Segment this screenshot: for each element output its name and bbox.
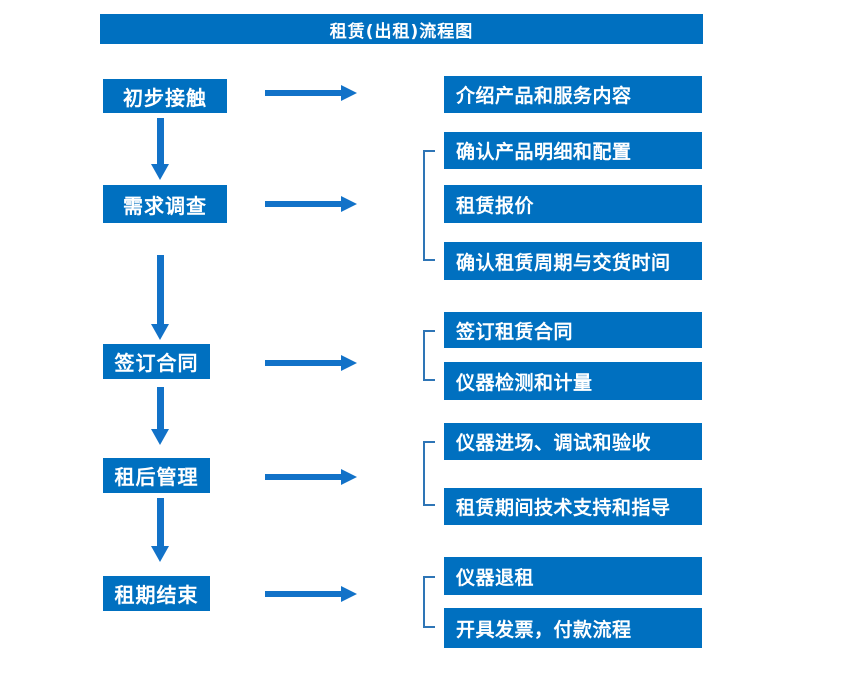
- stage-label: 签订合同: [114, 351, 199, 375]
- arrow-head: [341, 196, 357, 212]
- detail-label: 仪器检测和计量: [456, 371, 593, 394]
- detail-box-introduce-products: 介绍产品和服务内容: [444, 76, 702, 113]
- detail-label: 介绍产品和服务内容: [456, 85, 632, 107]
- arrow-stem: [265, 201, 341, 207]
- arrow-head: [151, 546, 169, 562]
- arrow-stem: [265, 474, 341, 480]
- detail-label: 确认租赁周期与交货时间: [456, 251, 671, 274]
- stage-box-rental-end: 租期结束: [103, 576, 210, 611]
- detail-box-instrument-testing: 仪器检测和计量: [444, 362, 702, 400]
- detail-box-confirm-period-delivery: 确认租赁周期与交货时间: [444, 242, 702, 280]
- stage-label: 租后管理: [114, 465, 199, 489]
- down-arrow-icon: [151, 255, 169, 340]
- detail-label: 仪器进场、调试和验收: [456, 432, 652, 454]
- detail-box-technical-support: 租赁期间技术支持和指导: [444, 488, 702, 525]
- group-bracket: [423, 330, 435, 381]
- stage-box-sign-contract: 签订合同: [103, 344, 210, 379]
- stage-box-initial-contact: 初步接触: [103, 79, 227, 113]
- arrow-stem: [157, 498, 164, 546]
- right-arrow-icon: [265, 586, 357, 602]
- arrow-head: [341, 469, 357, 485]
- right-arrow-icon: [265, 469, 357, 485]
- arrow-stem: [157, 118, 164, 164]
- arrow-head: [151, 324, 169, 340]
- right-arrow-icon: [265, 196, 357, 212]
- group-bracket: [423, 576, 435, 628]
- arrow-stem: [157, 387, 164, 429]
- arrow-head: [151, 429, 169, 445]
- arrow-head: [341, 586, 357, 602]
- detail-box-instrument-setup-acceptance: 仪器进场、调试和验收: [444, 423, 702, 460]
- group-bracket: [423, 150, 435, 261]
- detail-label: 签订租赁合同: [456, 320, 574, 343]
- arrow-stem: [265, 90, 341, 96]
- arrow-head: [341, 85, 357, 101]
- right-arrow-icon: [265, 355, 357, 371]
- detail-label: 开具发票，付款流程: [456, 618, 632, 641]
- group-bracket: [423, 441, 435, 506]
- stage-label: 租期结束: [114, 583, 199, 607]
- arrow-head: [151, 164, 169, 180]
- detail-label: 租赁期间技术支持和指导: [456, 497, 671, 519]
- title-bar: 租赁(出租)流程图: [100, 14, 703, 44]
- stage-box-post-rental-management: 租后管理: [103, 458, 210, 493]
- right-arrow-icon: [265, 85, 357, 101]
- arrow-stem: [157, 255, 164, 324]
- stage-box-demand-survey: 需求调查: [103, 185, 227, 223]
- down-arrow-icon: [151, 118, 169, 180]
- detail-box-rental-quotation: 租赁报价: [444, 185, 702, 223]
- arrow-head: [341, 355, 357, 371]
- detail-label: 仪器退租: [456, 566, 535, 589]
- detail-label: 租赁报价: [456, 194, 535, 217]
- detail-box-invoice-payment: 开具发票，付款流程: [444, 608, 702, 648]
- detail-box-instrument-return: 仪器退租: [444, 557, 702, 595]
- page-title: 租赁(出租)流程图: [329, 21, 474, 42]
- detail-box-confirm-product-config: 确认产品明细和配置: [444, 132, 702, 169]
- arrow-stem: [265, 591, 341, 597]
- down-arrow-icon: [151, 387, 169, 445]
- arrow-stem: [265, 360, 341, 366]
- stage-label: 初步接触: [123, 85, 207, 110]
- stage-label: 需求调查: [123, 193, 207, 218]
- detail-label: 确认产品明细和配置: [456, 141, 632, 163]
- detail-box-sign-rental-contract: 签订租赁合同: [444, 312, 702, 348]
- down-arrow-icon: [151, 498, 169, 562]
